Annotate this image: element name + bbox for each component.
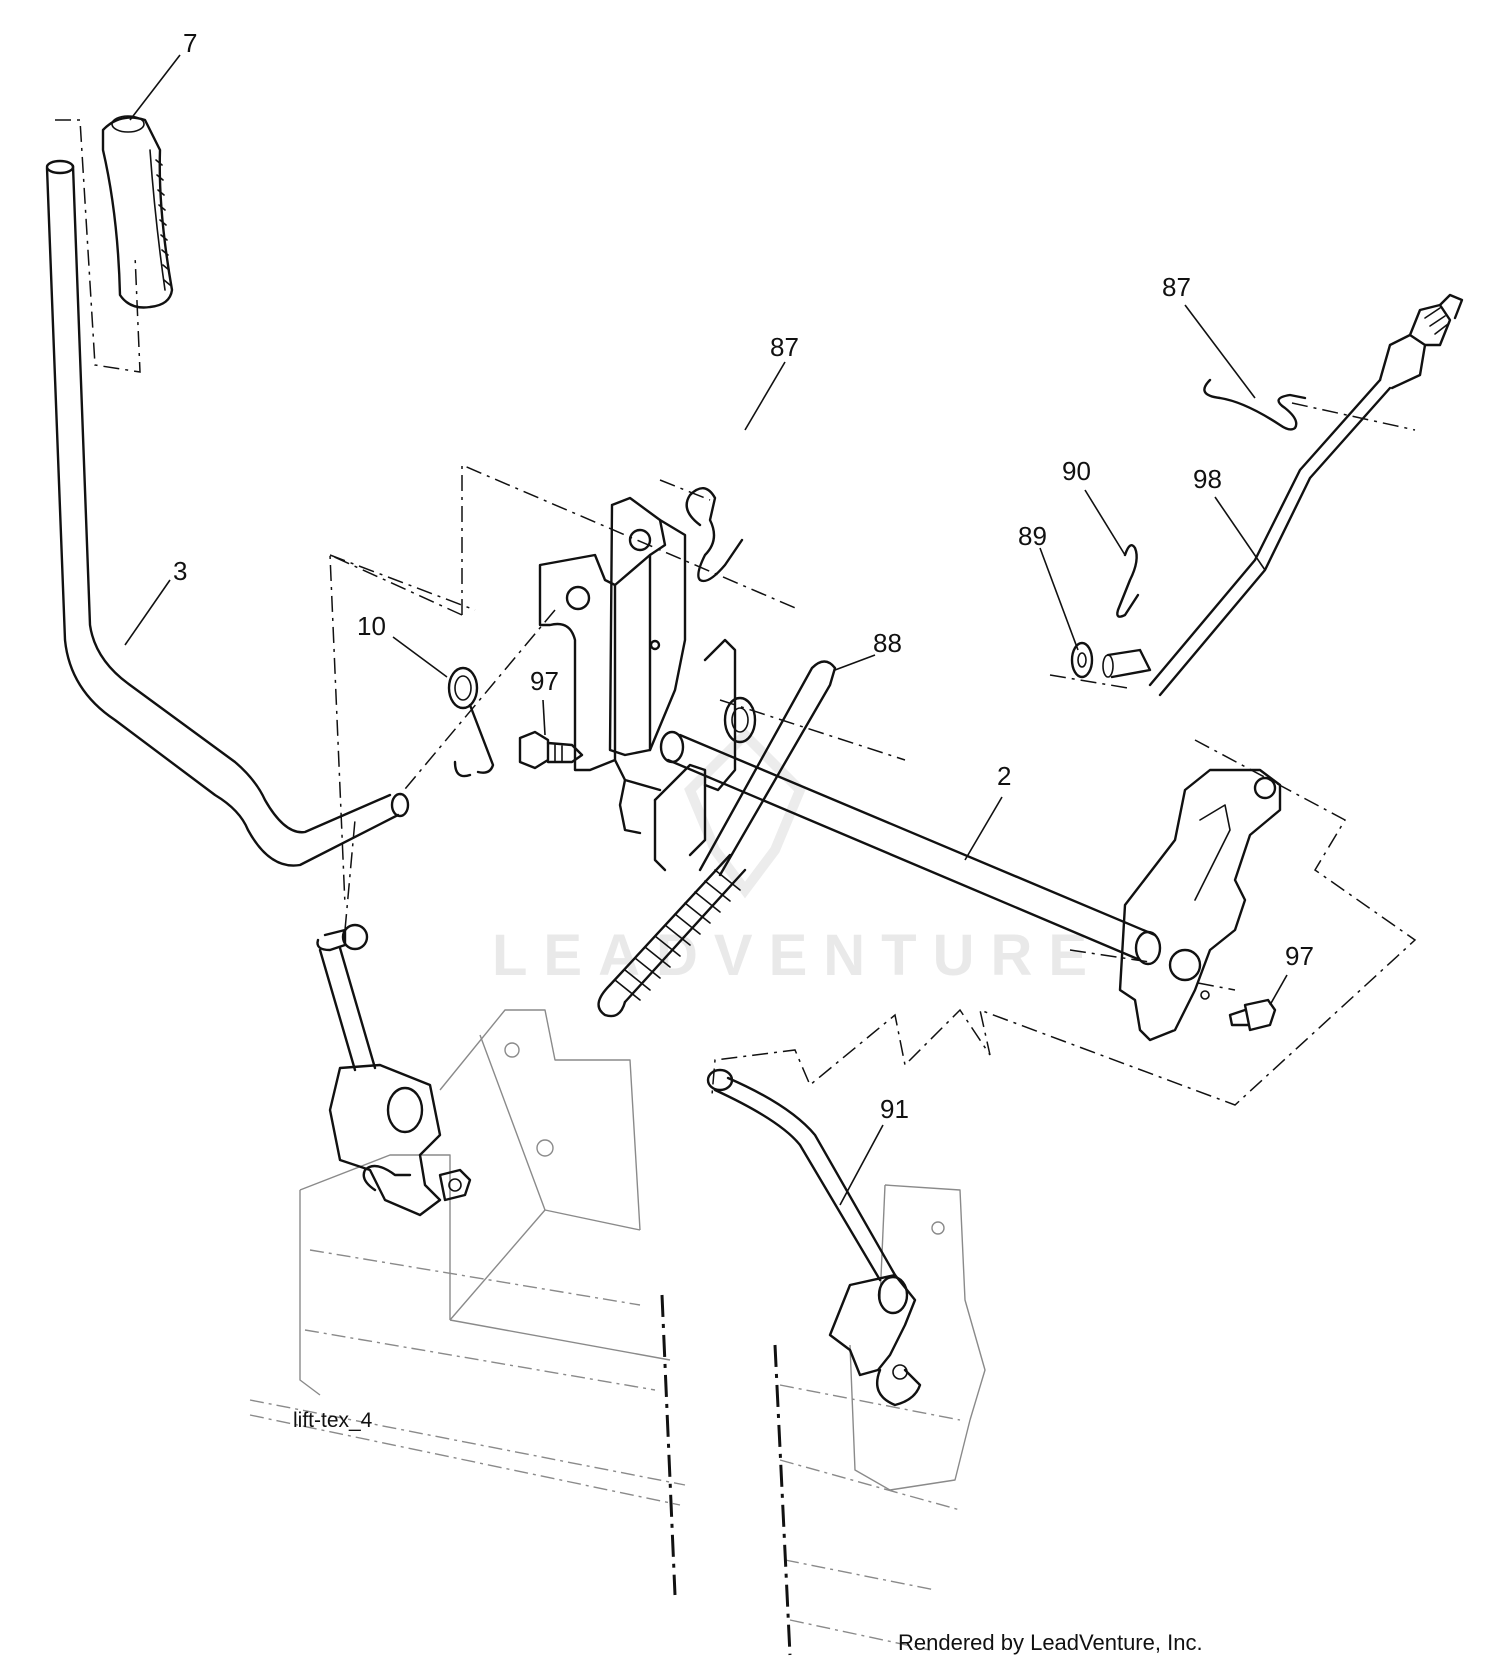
callout-3: 3 [173,556,187,586]
callout-2: 2 [997,761,1011,791]
callout-10: 10 [357,611,386,641]
dash-guides [344,402,1416,991]
lift-arm-right [1118,768,1282,1042]
washer-and-pin [1070,641,1152,679]
handle-grip [101,115,174,309]
assembly-outlines [55,119,1417,1106]
center-lines [660,1294,792,1656]
callout-98: 98 [1193,464,1222,494]
callout-97-left: 97 [530,666,559,696]
figure-caption: lift-tex_4 [293,1409,373,1432]
bolt-left [518,730,584,770]
extension-spring [597,660,837,1018]
callout-87-right: 87 [1162,272,1191,302]
callout-87-center: 87 [770,332,799,362]
torsion-spring [447,666,495,778]
lift-link-right [706,1068,922,1407]
render-credit: Rendered by LeadVenture, Inc. [898,1630,1203,1655]
mounting-bracket [538,496,687,835]
hair-pin-clip-a [685,487,744,583]
bolt-right [1228,998,1277,1032]
callout-97-right: 97 [1285,941,1314,971]
hair-pin-clip-b [1203,378,1307,431]
lift-lever-rod [45,159,410,867]
adjustment-rod [1148,293,1464,697]
hair-pin-clip-c [1116,544,1140,618]
callout-91: 91 [880,1094,909,1124]
callout-7: 7 [183,28,197,58]
lift-link-left [316,923,472,1217]
callout-leaders [124,54,1288,1206]
callout-89: 89 [1018,521,1047,551]
callout-labels: 7 3 87 87 90 98 89 10 97 88 2 97 91 [173,28,1314,1124]
pivot-bracket [653,638,757,872]
chassis-ghost [249,1009,986,1651]
watermark-text: LEADVENTURE [492,923,1103,988]
callout-88: 88 [873,628,902,658]
watermark-logo: LEADVENTURE [492,727,1103,988]
lift-shaft [659,730,1162,966]
callout-90: 90 [1062,456,1091,486]
